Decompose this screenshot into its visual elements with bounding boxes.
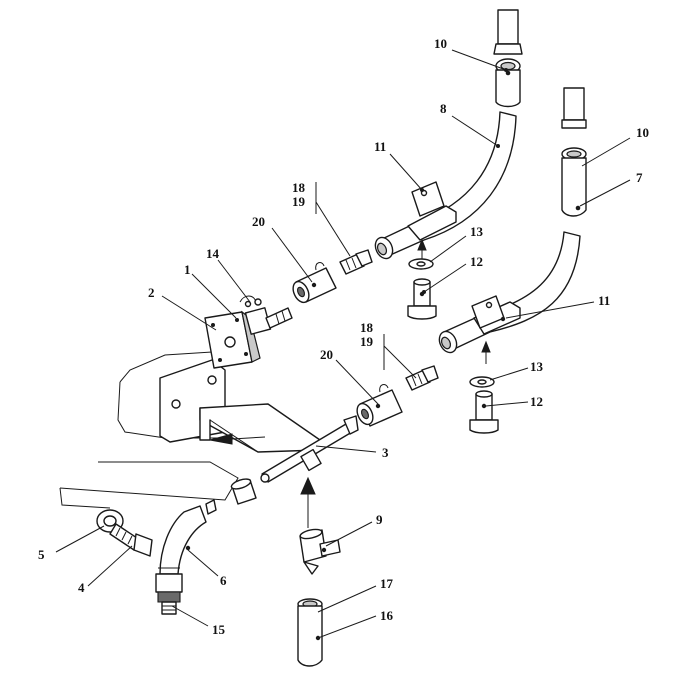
- callout-10-upper: 10: [434, 36, 447, 51]
- chassis-outline: [59, 351, 239, 509]
- callout-16: 16: [380, 608, 394, 623]
- part-1-connector: [244, 307, 293, 335]
- part-16-sleeve: [297, 605, 323, 667]
- callout-13-lower: 13: [530, 359, 544, 374]
- callout-12-lower: 12: [530, 394, 543, 409]
- callout-12-upper: 12: [470, 254, 483, 269]
- callout-3: 3: [382, 445, 389, 460]
- part-18-19-nipple-upper: [339, 249, 373, 275]
- leader-lines: [55, 49, 631, 639]
- assembly-arrows: [300, 238, 491, 528]
- part-20-union-upper: [292, 262, 337, 304]
- callout-2: 2: [148, 285, 155, 300]
- part-9-t-fitting: [299, 528, 341, 575]
- callout-1: 1: [184, 262, 191, 277]
- part-8-pipe: [374, 111, 517, 260]
- part-12-bolt-upper: [407, 278, 437, 320]
- callout-8: 8: [440, 101, 447, 116]
- callout-6: 6: [220, 573, 227, 588]
- callout-4: 4: [78, 580, 85, 595]
- part-12-bolt-lower: [469, 390, 499, 434]
- callout-9: 9: [376, 512, 383, 527]
- callout-13-upper: 13: [470, 224, 484, 239]
- callout-7: 7: [636, 170, 643, 185]
- callout-20-lower: 20: [320, 347, 333, 362]
- part-15-fitting: [155, 573, 183, 615]
- part-13-washer-upper: [408, 258, 434, 270]
- part-20-union-lower: [356, 384, 403, 427]
- part-4-bolt: [109, 523, 153, 557]
- callout-labels: 10 8 10 7 11 18 19 20 13 12 14 1 2 11 18…: [38, 36, 649, 637]
- callout-19-lower: 19: [360, 334, 374, 349]
- callout-19-upper: 19: [292, 194, 306, 209]
- callout-20-upper: 20: [252, 214, 265, 229]
- part-14-clip: [239, 295, 262, 308]
- part-3-tube: [260, 415, 359, 483]
- callout-5: 5: [38, 547, 45, 562]
- part-6-hose: [158, 478, 257, 575]
- callout-15: 15: [212, 622, 226, 637]
- part-18-19-nipple-lower: [405, 365, 439, 391]
- part-10-coupling-upper: [493, 9, 523, 108]
- callout-11-lower: 11: [598, 293, 610, 308]
- part-10-coupling-right: [561, 87, 587, 171]
- callout-10-right: 10: [636, 125, 649, 140]
- callout-18-upper: 18: [292, 180, 306, 195]
- part-2-plate: [204, 310, 261, 369]
- part-11-pipe-lower: [438, 231, 581, 354]
- callout-11-upper: 11: [374, 139, 386, 154]
- callout-17: 17: [380, 576, 394, 591]
- part-7-pipe: [561, 157, 587, 217]
- callout-18-lower: 18: [360, 320, 374, 335]
- callout-14: 14: [206, 246, 220, 261]
- part-13-washer-lower: [469, 376, 495, 388]
- bracket-frame: [199, 403, 321, 453]
